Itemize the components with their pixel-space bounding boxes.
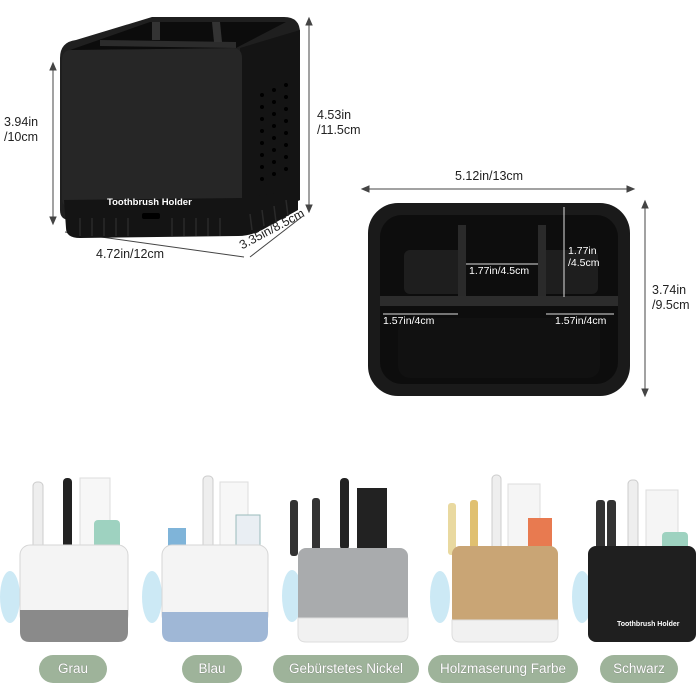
variant-pill-wood[interactable]: Holzmaserung Farbe [428, 655, 578, 683]
vent-holes [260, 83, 288, 181]
holder-black-body [60, 17, 300, 238]
variant-schwarz-product [588, 479, 696, 642]
variant-wood-product [448, 474, 559, 643]
variant-pill-blau[interactable]: Blau [182, 655, 242, 683]
top-width-label: 5.12in/13cm [455, 169, 524, 183]
compartment-width-label: 1.77in/4.5cm [469, 265, 530, 277]
top-depth-label: 3.74in /9.5cm [652, 283, 690, 312]
variant-blau-product [161, 475, 269, 642]
width-label: 4.72in/12cm [96, 247, 165, 261]
variant-pill-nickel[interactable]: Gebürstetes Nickel [273, 655, 419, 683]
variant-product-label: Toothbrush Holder [617, 621, 680, 628]
right-section-label: 1.57in/4cm [555, 315, 607, 327]
compartment-depth-label: 1.77in /4.5cm [568, 245, 600, 269]
variant-grau-product [19, 477, 129, 642]
variant-pill-schwarz[interactable]: Schwarz [600, 655, 678, 683]
back-height-label: 4.53in /11.5cm [317, 108, 361, 137]
product-label: Toothbrush Holder [107, 197, 192, 208]
left-section-label: 1.57in/4cm [383, 315, 435, 327]
front-height-label: 3.94in /10cm [4, 115, 39, 144]
variant-pill-grau[interactable]: Grau [39, 655, 107, 683]
variant-nickel-product [290, 478, 409, 643]
